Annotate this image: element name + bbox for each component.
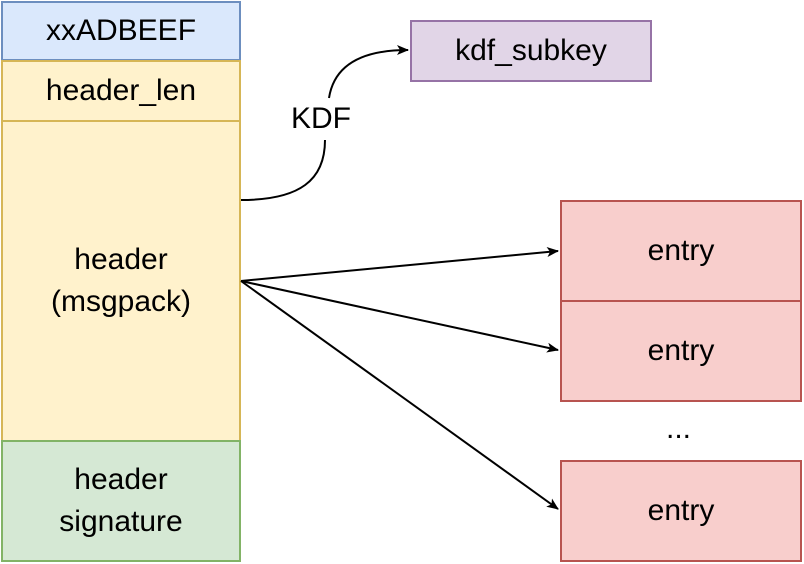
entry-label: entry (647, 234, 715, 267)
kdf-edge (240, 50, 408, 201)
edge-to-entry-1 (240, 247, 559, 282)
entry-block: entry (560, 300, 802, 402)
entry-label: entry (647, 494, 715, 527)
kdf-subkey-block: kdf_subkey (410, 20, 652, 82)
header-label-line2: (msgpack) (50, 285, 192, 318)
magic-label: xxADBEEF (45, 14, 197, 47)
entry-label: entry (647, 334, 715, 367)
kdf-subkey-label: kdf_subkey (455, 34, 607, 67)
edge-to-entry-n (240, 280, 559, 510)
entries-ellipsis: ... (666, 412, 692, 445)
signature-label-line1: header (74, 463, 168, 496)
magic-block: xxADBEEF (1, 1, 241, 61)
header-len-label: header_len (45, 74, 197, 107)
signature-label-line2: signature (59, 505, 183, 538)
header-msgpack-block: header (msgpack) (1, 120, 241, 442)
entry-block: entry (560, 460, 802, 562)
edge-to-entry-2 (240, 280, 559, 353)
header-signature-block: header signature (1, 440, 241, 562)
kdf-edge-label: KDF (291, 102, 351, 136)
header-label-line1: header (74, 243, 168, 276)
entry-block: entry (560, 200, 802, 302)
